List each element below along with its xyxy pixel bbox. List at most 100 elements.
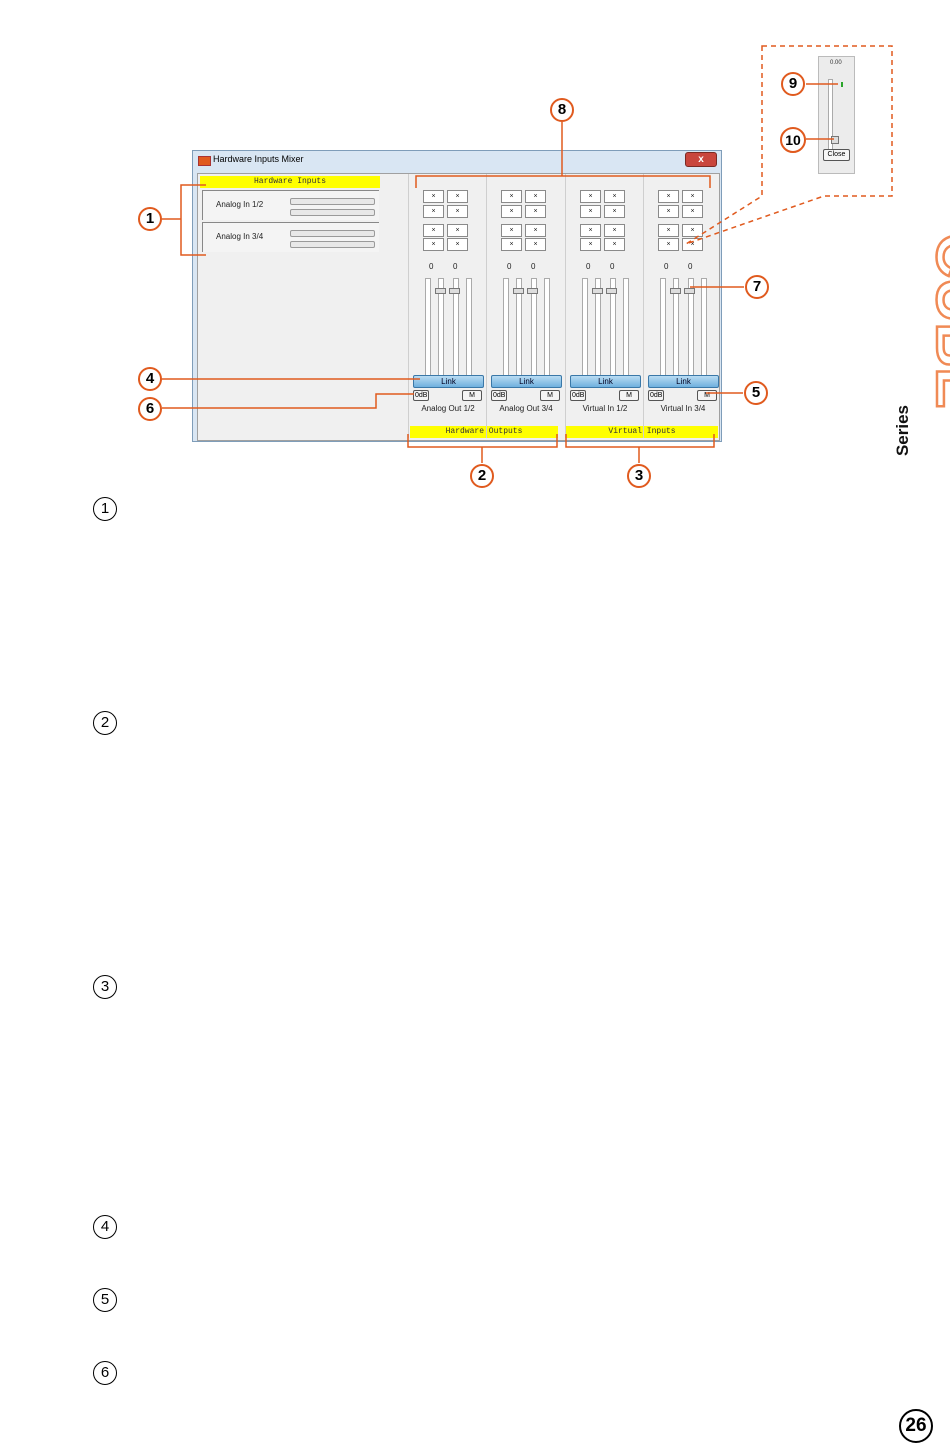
list-marker-1: 1 [93,497,117,521]
hardware-outputs-label: Hardware Outputs [410,426,558,438]
routing-cell[interactable]: × [580,190,601,203]
level-meter-left [290,230,375,237]
link-button[interactable]: Link [413,375,484,388]
virtual-inputs-label: Virtual Inputs [566,426,718,438]
fader-thumb[interactable] [606,288,617,294]
routing-cell[interactable]: × [682,224,703,237]
bracket-1 [180,184,206,256]
routing-cell[interactable]: × [423,205,444,218]
level-readout: 0 [531,262,536,271]
link-button[interactable]: Link [570,375,641,388]
routing-cell[interactable]: × [658,190,679,203]
routing-cell[interactable]: × [501,224,522,237]
routing-cell[interactable]: × [525,190,546,203]
mute-button[interactable]: M [540,390,560,401]
routing-cell[interactable]: × [682,205,703,218]
routing-cell[interactable]: × [423,238,444,251]
peak-indicator [841,82,843,87]
inset-value: 0.00 [830,60,842,66]
level-meter-right [290,241,375,248]
page-number: 26 [899,1409,933,1443]
app-icon [198,156,211,166]
zero-db-button[interactable]: 0dB [570,390,587,401]
zero-db-button[interactable]: 0dB [648,390,665,401]
fader-thumb[interactable] [592,288,603,294]
callout-3: 3 [627,464,651,488]
level-meter-left [290,198,375,205]
mute-button[interactable]: M [619,390,639,401]
routing-cell[interactable]: × [447,190,468,203]
list-marker-5: 5 [93,1288,117,1312]
series-label: Series [893,405,912,457]
link-button[interactable]: Link [491,375,562,388]
fader-thumb[interactable] [684,288,695,294]
routing-cell[interactable]: × [501,238,522,251]
hardware-inputs-label: Hardware Inputs [200,176,380,188]
level-readout: 0 [429,262,434,271]
title-bar[interactable]: Hardware Inputs Mixer x [193,151,721,171]
routing-cell[interactable]: × [447,224,468,237]
fader-thumb[interactable] [513,288,524,294]
callout-2: 2 [470,464,494,488]
fader-zoom-inset: 0.00 Close [818,56,855,174]
routing-cell[interactable]: × [501,190,522,203]
routing-cell[interactable]: × [501,205,522,218]
fader-thumb[interactable] [435,288,446,294]
mixer-window: Hardware Inputs Mixer x Hardware Inputs … [192,150,722,442]
bracket-8 [415,175,711,188]
inset-close-button[interactable]: Close [823,149,850,161]
level-readout: 0 [453,262,458,271]
link-button[interactable]: Link [648,375,719,388]
routing-cell[interactable]: × [525,238,546,251]
fader-thumb[interactable] [449,288,460,294]
level-meter-right [290,209,375,216]
close-button[interactable]: x [685,152,717,167]
routing-cell[interactable]: × [682,238,703,251]
list-marker-2: 2 [93,711,117,735]
routing-cell[interactable]: × [604,190,625,203]
routing-cell[interactable]: × [658,224,679,237]
callout-5: 5 [744,381,768,405]
routing-cell[interactable]: × [580,205,601,218]
routing-cell[interactable]: × [658,205,679,218]
window-title: Hardware Inputs Mixer [213,154,304,164]
list-marker-3: 3 [93,975,117,999]
routing-cell[interactable]: × [423,190,444,203]
fader-thumb[interactable] [670,288,681,294]
cube-logo: CUBE [922,232,950,410]
inset-fader-thumb[interactable] [831,136,839,144]
mute-button[interactable]: M [462,390,482,401]
zero-db-button[interactable]: 0dB [413,390,430,401]
callout-9: 9 [781,72,805,96]
routing-cell[interactable]: × [658,238,679,251]
level-readout: 0 [664,262,669,271]
routing-cell[interactable]: × [604,224,625,237]
callout-8: 8 [550,98,574,122]
routing-cell[interactable]: × [604,205,625,218]
routing-cell[interactable]: × [423,224,444,237]
routing-cell[interactable]: × [447,205,468,218]
routing-cell[interactable]: × [447,238,468,251]
input-label: Analog In 3/4 [216,232,264,241]
strip-name: Analog Out 1/2 [421,404,475,413]
routing-cell[interactable]: × [580,224,601,237]
mute-button[interactable]: M [697,390,717,401]
bracket-3 [565,434,715,448]
input-row-analog-in-1-2: Analog In 1/2 [202,190,379,220]
mixer-client-area: Hardware Inputs Analog In 1/2 Analog In … [197,173,720,441]
callout-7: 7 [745,275,769,299]
callout-4: 4 [138,367,162,391]
routing-cell[interactable]: × [682,190,703,203]
input-label: Analog In 1/2 [216,200,264,209]
routing-cell[interactable]: × [525,205,546,218]
routing-cell[interactable]: × [525,224,546,237]
zero-db-button[interactable]: 0dB [491,390,508,401]
callout-6: 6 [138,397,162,421]
routing-cell[interactable]: × [580,238,601,251]
strip-name: Virtual In 1/2 [582,404,628,413]
routing-cell[interactable]: × [604,238,625,251]
fader-thumb[interactable] [527,288,538,294]
